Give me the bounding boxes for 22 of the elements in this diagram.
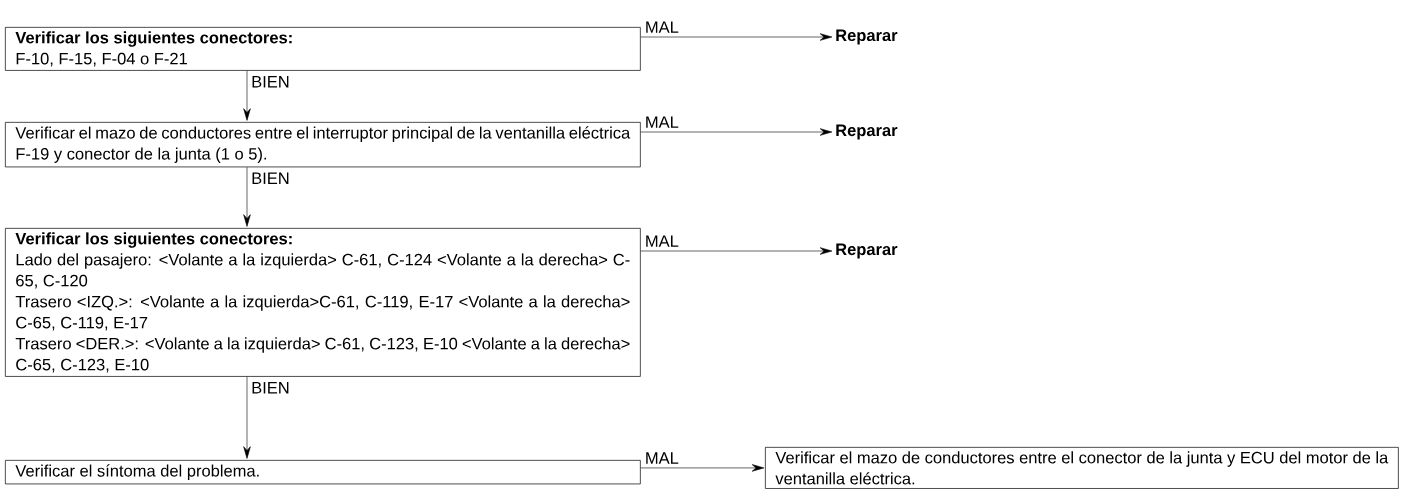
process-box: Verificar el síntoma del problema. <box>5 460 641 485</box>
edge-label: MAL <box>643 115 680 129</box>
process-box: Verificar el mazo de conductores entre el conector de la junta y ECU del motor de la ventanilla eléctrica. <box>765 447 1399 489</box>
edge-label: MAL <box>643 451 680 465</box>
edge-label: BIEN <box>250 171 291 185</box>
edge-label: MAL <box>643 234 680 248</box>
edge-label: BIEN <box>250 75 291 89</box>
arrow <box>640 33 833 41</box>
arrow <box>640 464 765 472</box>
arrow <box>640 247 833 255</box>
action-text: Reparar <box>836 243 898 259</box>
arrow <box>243 376 251 459</box>
process-box: Verificar los siguientes conectores: F-10, F-15, F-04 o F-21 <box>5 27 641 71</box>
arrow <box>640 128 833 136</box>
arrow <box>243 70 251 121</box>
action-text: Reparar <box>836 29 898 45</box>
edge-label: MAL <box>643 20 680 34</box>
action-text: Reparar <box>836 124 898 140</box>
arrow <box>243 167 251 227</box>
process-box: Verificar los siguientes conectores: Lado del pasajero: <Volante a la izquierda> C-61, C-124 <Volante a la derecha> C-65, C-120 Trasero <IZQ.>: <Volante a la izquierda>C-61, C-119, E-17 <Volante a la derecha> C-65, C-119, E-17 Trasero <DER.>: <Volante a la izquierda> C-61, C-123, E-10 <Volante a la derecha> C-65, C-123, E-10 <box>5 228 641 377</box>
edge-label: BIEN <box>250 381 291 395</box>
process-box: Verificar el mazo de conductores entre el interruptor principal de la ventanilla eléctrica F-19 y conector de la junta (1 o 5). <box>5 122 641 168</box>
